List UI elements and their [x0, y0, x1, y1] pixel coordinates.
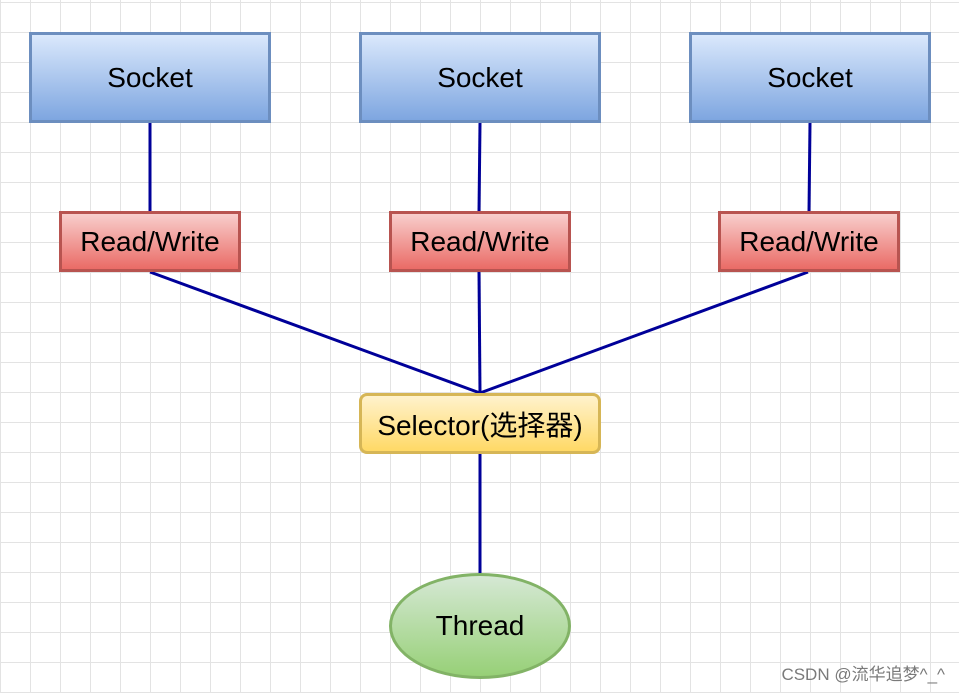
socket-label: Socket — [107, 61, 193, 93]
read-write-label: Read/Write — [80, 225, 220, 257]
read-write-node-3: Read/Write — [718, 211, 900, 272]
watermark: CSDN @流华追梦^_^ — [781, 665, 945, 684]
read-write-label: Read/Write — [739, 225, 879, 257]
edge-socket-3-to-rw-3 — [807, 122, 812, 213]
socket-label: Socket — [767, 61, 853, 93]
thread-node: Thread — [389, 573, 571, 679]
read-write-label: Read/Write — [410, 225, 550, 257]
edge-rw-2-to-selector — [477, 271, 482, 394]
socket-node-2: Socket — [359, 32, 601, 123]
thread-label: Thread — [435, 610, 525, 641]
socket-node-3: Socket — [689, 32, 931, 123]
selector-label: Selector(选择器) — [377, 409, 583, 441]
edge-rw-3-to-selector — [479, 270, 809, 395]
read-write-node-1: Read/Write — [59, 211, 241, 272]
edge-socket-2-to-rw-2 — [477, 122, 482, 213]
socket-label: Socket — [437, 61, 523, 93]
selector-node: Selector(选择器) — [359, 393, 601, 454]
socket-node-1: Socket — [29, 32, 271, 123]
read-write-node-2: Read/Write — [389, 211, 571, 272]
edge-rw-1-to-selector — [149, 270, 481, 395]
